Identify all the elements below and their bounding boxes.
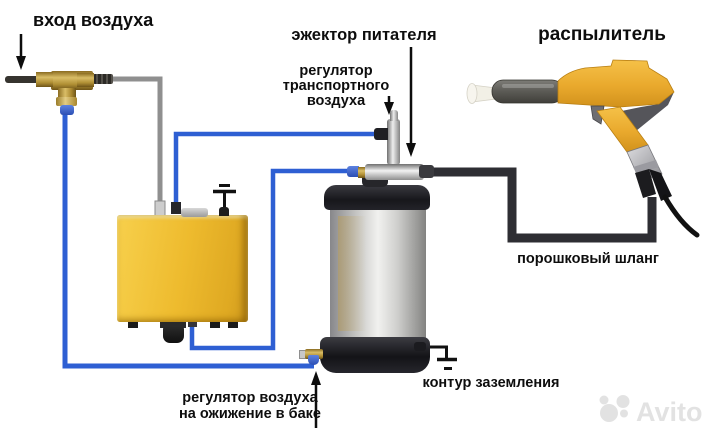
control-unit-top-connector	[181, 208, 208, 217]
ejector-hose-coupling	[419, 165, 434, 178]
label-line: регулятор воздуха	[182, 390, 318, 406]
tee-right-barb	[93, 74, 113, 84]
air-line-end-fitting	[154, 200, 166, 217]
powder-tank-cap	[324, 185, 430, 210]
regulator-inlet-fitting	[374, 128, 388, 140]
leader-arrow-feeder-ejector	[406, 47, 416, 157]
leader-arrow-fluidization-regulator	[311, 371, 321, 428]
regulator-top-nipple	[389, 110, 398, 121]
tee-right-nut	[77, 72, 94, 87]
compressed-air-line	[112, 76, 163, 206]
tee-left-barb	[5, 76, 39, 83]
gun-barrel-highlight	[502, 84, 554, 88]
avito-logo-icon	[599, 395, 630, 422]
tee-left-nut	[36, 72, 53, 87]
tank-reflection	[338, 216, 366, 331]
control-unit	[117, 215, 248, 322]
leader-arrow-transport-regulator	[384, 96, 394, 115]
regulator-body	[387, 119, 400, 165]
label-line: воздуха	[306, 93, 366, 109]
control-unit-foot	[128, 322, 138, 328]
label-ground-circuit: контур заземления	[422, 375, 560, 391]
fluidization-blue-knob	[308, 355, 319, 365]
label-line: на ожижение в баке	[179, 406, 321, 422]
leader-arrow-air-inlet	[16, 34, 26, 70]
ejector-flange	[362, 177, 388, 187]
control-unit-ground-post	[219, 207, 229, 216]
gun-body	[557, 59, 675, 108]
transport-air-line	[173, 131, 381, 206]
label-transport-air-regulator: регулятор транспортного воздуха	[283, 64, 390, 109]
gun-cable-gland	[649, 169, 672, 201]
gun-barrel	[491, 79, 564, 104]
tee-blue-push-fitting	[60, 105, 74, 115]
avito-watermark-text: Avito	[636, 397, 703, 427]
fluidization-brass-fitting	[305, 348, 323, 359]
gun-nozzle-flare	[466, 83, 478, 104]
gun-rear-housing	[617, 92, 674, 131]
label-line: транспортного	[282, 78, 390, 94]
control-unit-foot	[228, 322, 238, 328]
ejector-body	[365, 163, 424, 180]
label-air-inlet: вход воздуха	[33, 10, 154, 30]
ground-symbol-tank	[423, 345, 457, 370]
avito-watermark: Avito	[599, 395, 703, 427]
ejector-supply-air-line	[189, 168, 349, 351]
gun-powder-gland	[635, 169, 656, 198]
label-sprayer: распылитель	[538, 24, 666, 45]
spray-gun	[466, 59, 700, 238]
control-unit-knob-collar	[160, 322, 186, 328]
label-powder-hose: порошковый шланг	[517, 251, 659, 267]
ejector-blue-inlet-fitting	[347, 166, 359, 177]
label-feeder-ejector: эжектор питателя	[291, 26, 437, 44]
ejector-brass-nut	[358, 166, 366, 178]
control-unit-bottom-knob	[163, 326, 184, 343]
gun-handle-band	[633, 160, 659, 174]
powder-tank-base	[320, 337, 430, 373]
powder-tank-body	[330, 207, 426, 340]
transport-line-fitting	[171, 202, 181, 214]
gun-power-cable	[662, 194, 700, 238]
tank-ground-lug	[414, 342, 426, 351]
control-unit-air-port	[188, 322, 197, 327]
fluidization-air-line	[62, 112, 314, 369]
tee-stem-nut	[56, 97, 77, 106]
control-unit-foot	[210, 322, 220, 328]
label-line: регулятор	[299, 63, 373, 79]
label-fluidization-regulator: регулятор воздуха на ожижение в баке	[179, 390, 321, 422]
powder-hose-line	[423, 167, 657, 243]
